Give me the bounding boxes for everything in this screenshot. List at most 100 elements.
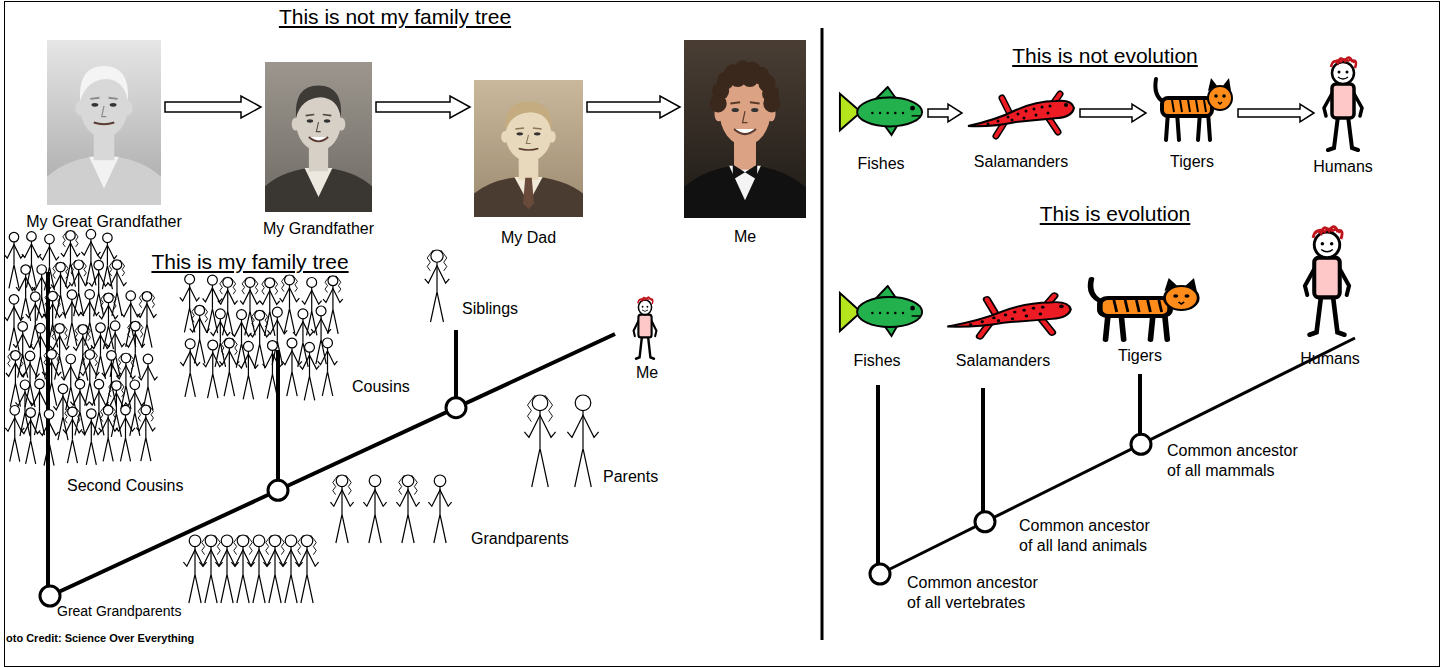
- animal-box: Fishes: [838, 86, 924, 138]
- stick-figure: [239, 341, 259, 399]
- stick-figure: [203, 340, 223, 398]
- ancestor-label: Common ancestor of all mammals: [1167, 441, 1307, 481]
- stick-figure: [190, 305, 210, 363]
- photo-frame: My Grandfather: [265, 62, 372, 212]
- stick-figure: [62, 290, 81, 346]
- fish-icon: [840, 286, 922, 336]
- animal-box: Salamanders: [966, 86, 1076, 142]
- stick-figure: [199, 535, 222, 603]
- node-label: Me: [734, 227, 756, 246]
- figure-label: Cousins: [352, 377, 410, 396]
- figure-label: Grandparents: [471, 529, 569, 548]
- node-label: Tigers: [1170, 152, 1214, 171]
- portrait-photo: [47, 40, 161, 205]
- stick-figure: [567, 395, 598, 487]
- figure-label: Fishes: [853, 351, 900, 370]
- stick-figure: [428, 475, 451, 543]
- stick-figure: [89, 260, 108, 316]
- node-label: My Great Grandfather: [26, 212, 182, 231]
- figure-label: Salamanders: [956, 351, 1050, 370]
- stick-figure: [330, 475, 353, 543]
- stick-figure: [300, 342, 320, 400]
- stick-figure: [263, 535, 286, 603]
- stick-figure: [425, 250, 449, 322]
- stick-figure: [280, 275, 300, 333]
- portrait-photo: [684, 40, 806, 218]
- stick-figure: [5, 406, 24, 462]
- animal-box: Tigers: [1150, 76, 1234, 142]
- figure-label: Me: [636, 363, 658, 382]
- human-icon: [1305, 227, 1349, 335]
- stick-figure: [126, 321, 145, 377]
- stick-figure: [396, 475, 419, 543]
- stick-figure: [524, 395, 555, 487]
- stick-figure: [295, 535, 318, 603]
- stick-figure: [21, 351, 40, 407]
- stick-figure: [250, 310, 270, 368]
- stick-figure: [215, 535, 238, 603]
- frame: [5, 2, 1440, 667]
- figure-label: Great Grandparents: [57, 603, 182, 620]
- stick-figure: [81, 229, 100, 285]
- stick-figure: [51, 262, 70, 318]
- node-label: Fishes: [857, 154, 904, 173]
- human-icon: [1318, 56, 1368, 152]
- stick-figure: [99, 405, 118, 461]
- stick-figure: [138, 354, 157, 410]
- figure-label: Humans: [1300, 349, 1360, 368]
- stick-figure: [40, 410, 59, 466]
- stick-figure: [102, 351, 121, 407]
- stick-figure: [13, 322, 32, 378]
- divider: [821, 28, 824, 640]
- heading: This is my family tree: [148, 249, 351, 274]
- stick-figure: [231, 535, 254, 603]
- figure-label: Siblings: [462, 299, 518, 318]
- stick-figure: [4, 232, 23, 288]
- stick-figure: [210, 309, 230, 367]
- node-label: Salamanders: [974, 152, 1068, 171]
- fish-icon: [838, 86, 924, 138]
- figure-label: oto Credit: Science Over Everything: [6, 632, 194, 645]
- stick-figure: [318, 338, 338, 396]
- stick-figure: [183, 535, 206, 603]
- stick-figure: [279, 535, 302, 603]
- node-label: My Dad: [501, 228, 556, 247]
- hollow-arrow: [1238, 104, 1314, 122]
- stick-figure: [219, 338, 239, 396]
- photo-frame: My Dad: [474, 80, 583, 217]
- stick-figure: [136, 405, 155, 461]
- stick-figure: [21, 408, 40, 464]
- animal-box: Humans: [1318, 56, 1368, 152]
- tiger-icon: [1091, 278, 1199, 340]
- hollow-arrow: [376, 96, 470, 118]
- heading: This is not my family tree: [276, 4, 514, 29]
- stick-figure: [63, 407, 82, 463]
- stick-figure: [263, 341, 283, 399]
- stick-figure: [363, 475, 386, 543]
- ancestor-label: Common ancestor of all land animals: [1019, 516, 1159, 556]
- family-tree: [40, 272, 615, 606]
- figure-label: Parents: [603, 467, 658, 486]
- hollow-arrow: [587, 96, 680, 118]
- stick-figure: [282, 338, 302, 396]
- evolution-tree: [870, 338, 1355, 584]
- stick-figure: [61, 231, 80, 287]
- heading: This is evolution: [1040, 201, 1191, 226]
- stick-figure: [42, 350, 61, 406]
- hollow-arrow: [1080, 104, 1146, 122]
- node-label: My Grandfather: [263, 219, 374, 238]
- portrait-photo: [265, 62, 372, 212]
- hollow-arrow: [928, 104, 962, 122]
- photo-frame: My Great Grandfather: [47, 40, 161, 205]
- stick-figure: [323, 276, 343, 334]
- stick-figure: [247, 535, 270, 603]
- heading: This is not evolution: [1012, 43, 1198, 68]
- me-figure: [634, 297, 657, 359]
- tiger-icon: [1150, 76, 1234, 142]
- stick-figure: [116, 405, 135, 461]
- salamander-icon: [966, 86, 1076, 142]
- figure-label: Tigers: [1118, 346, 1162, 365]
- stick-figure: [107, 260, 126, 316]
- stick-figure: [40, 234, 59, 290]
- ancestor-label: Common ancestor of all vertebrates: [907, 573, 1047, 613]
